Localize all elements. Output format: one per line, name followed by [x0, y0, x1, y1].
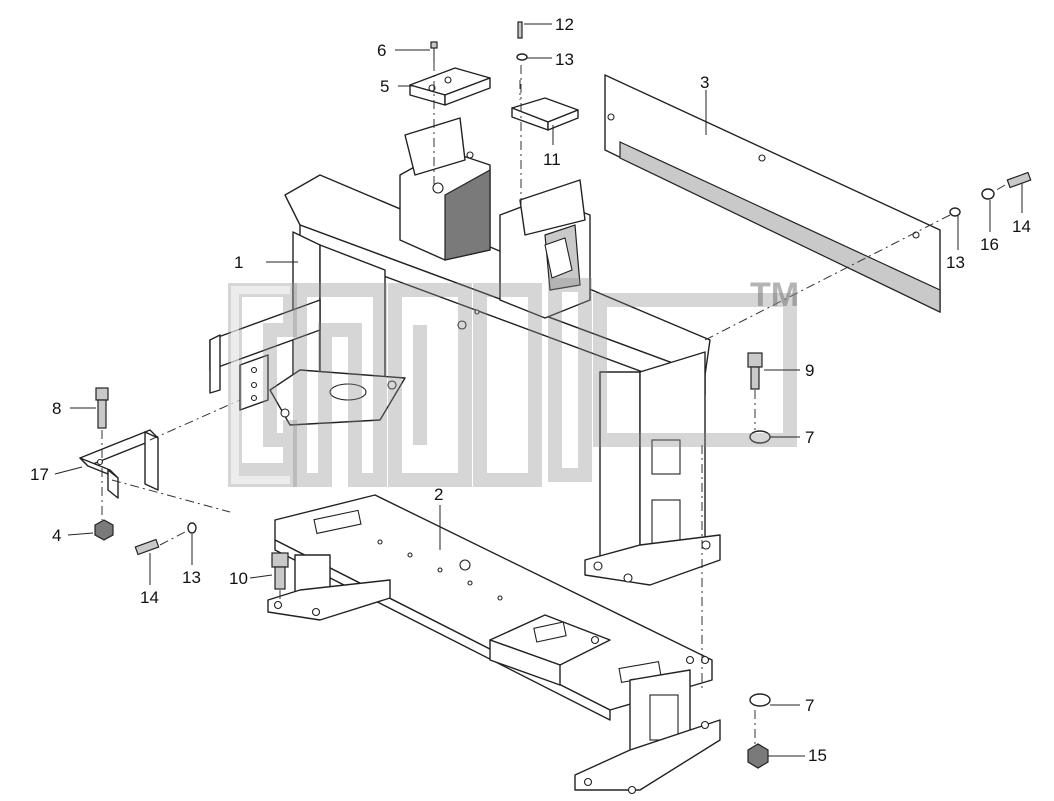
fasteners	[94, 21, 1032, 769]
callout-4: 4	[52, 526, 61, 545]
part-5-pad	[409, 67, 491, 106]
part-1-frame	[209, 174, 721, 586]
part-2-base	[267, 494, 721, 795]
callout-7-upper: 7	[805, 428, 814, 447]
callout-5: 5	[380, 77, 389, 96]
callout-leaders	[54, 23, 1023, 757]
callout-7-lower: 7	[805, 696, 814, 715]
callout-9: 9	[805, 361, 814, 380]
saddle-right	[499, 179, 591, 319]
callout-13-top: 13	[555, 50, 574, 69]
callout-17: 17	[30, 465, 49, 484]
callout-14-left: 14	[140, 588, 159, 607]
callout-8: 8	[52, 399, 61, 418]
callout-14-right: 14	[1012, 217, 1031, 236]
assembly-lines	[101, 62, 1006, 745]
part-11-pad	[511, 97, 579, 131]
callout-1: 1	[234, 253, 243, 272]
part-17-bracket	[79, 429, 159, 499]
callout-13-left: 13	[182, 568, 201, 587]
callout-13-right: 13	[946, 253, 965, 272]
callout-10: 10	[229, 569, 248, 588]
saddle-left	[399, 117, 491, 261]
callout-11: 11	[543, 150, 561, 169]
watermark-trademark: TM	[750, 276, 799, 314]
callout-2: 2	[434, 485, 443, 504]
callout-3: 3	[700, 73, 709, 92]
watermark: TM	[228, 276, 799, 487]
callout-6: 6	[377, 41, 386, 60]
callout-12: 12	[555, 15, 574, 34]
callout-15: 15	[808, 746, 827, 765]
callout-16: 16	[980, 235, 999, 254]
callout-labels: 1 2 3 4 5 6 7 7 8 9 10 11 12 13 13 13 14…	[30, 15, 1031, 765]
